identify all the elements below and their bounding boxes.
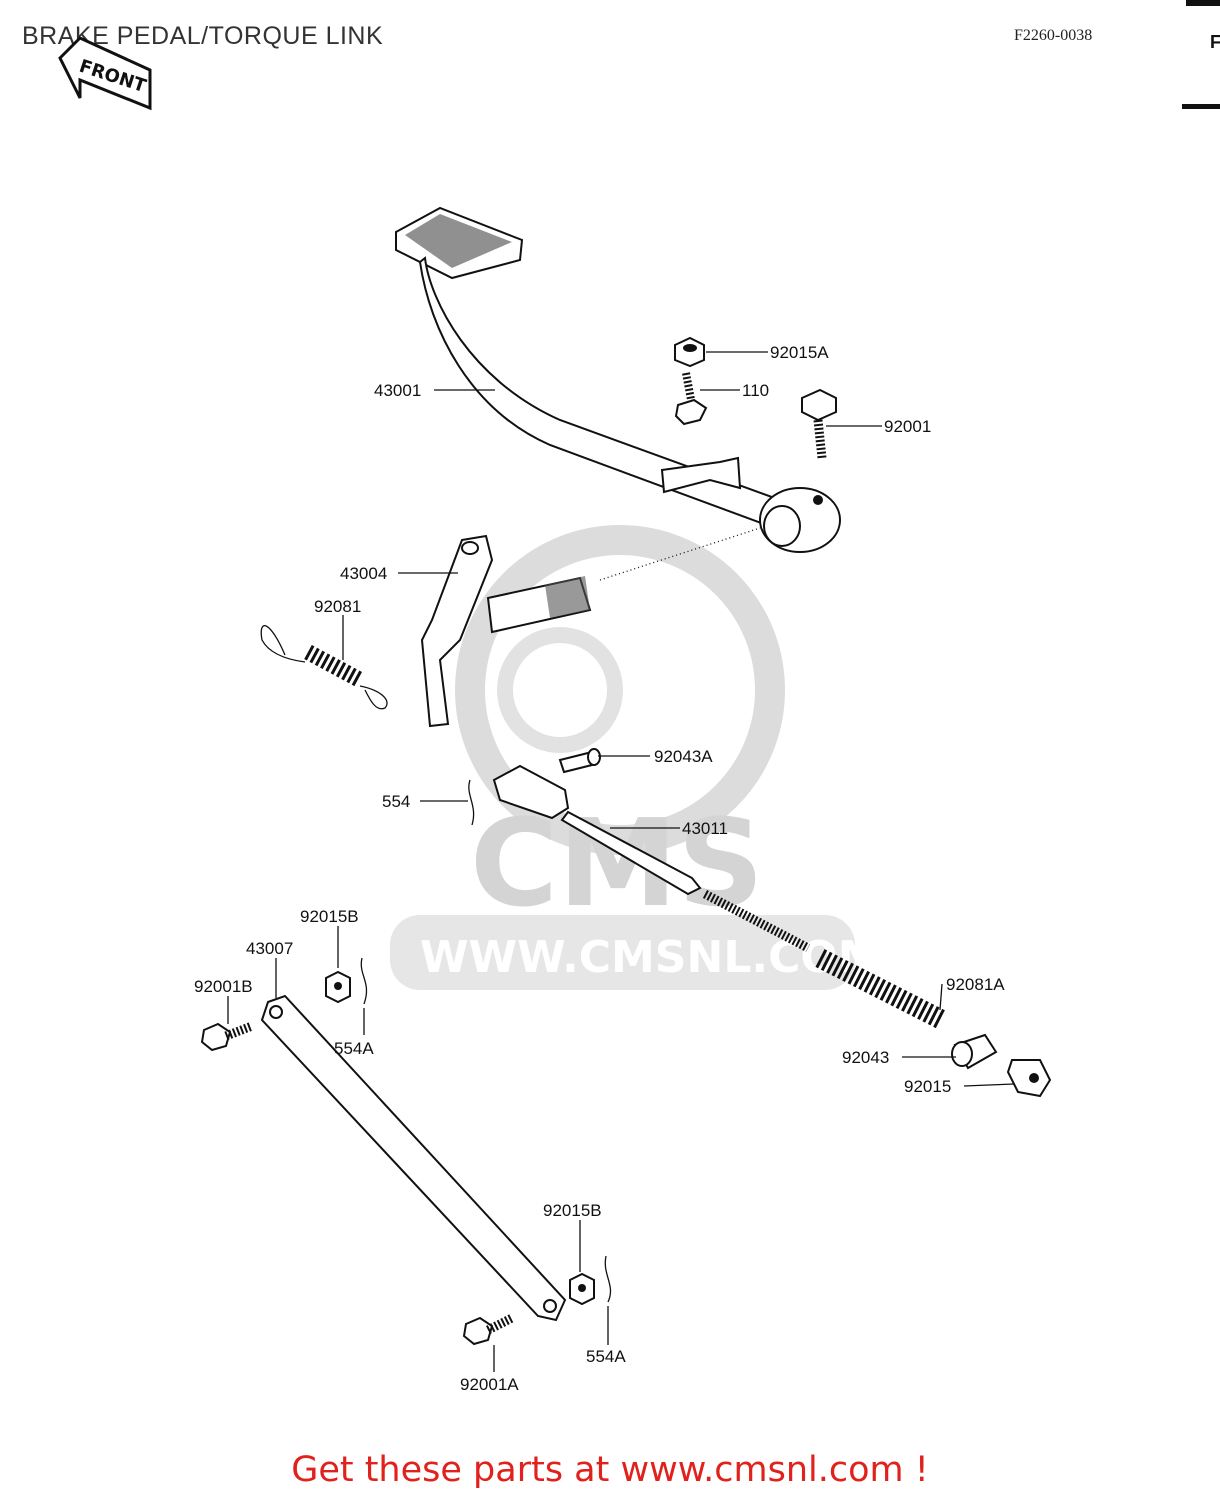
part-labels: 92015A 110 92001 43001 43004 92081 92043…: [194, 343, 1005, 1394]
part-label: 92015B: [300, 907, 359, 926]
pedal-shaft-43004: [420, 534, 592, 728]
nut-92015: [1006, 1059, 1052, 1098]
part-label: 92015B: [543, 1201, 602, 1220]
cotter-554a-upper: [360, 957, 368, 1005]
nut-92015a: [674, 336, 705, 368]
pin-92043a: [558, 748, 601, 774]
part-label: 554A: [334, 1039, 374, 1058]
return-spring-92081: [260, 625, 388, 710]
page-edge-marks: F: [1182, 0, 1220, 109]
part-label: 92043A: [654, 747, 713, 766]
joint-92043: [951, 1033, 998, 1070]
part-label: 554A: [586, 1347, 626, 1366]
spring-92081a: [815, 949, 947, 1029]
svg-text:F: F: [1210, 32, 1220, 52]
leader-lines: [227, 351, 1015, 1372]
part-label: 43001: [374, 381, 421, 400]
torque-link-43007: [260, 994, 567, 1322]
nut-92015b-upper: [325, 970, 351, 1004]
part-label: 43007: [246, 939, 293, 958]
part-label: 92081: [314, 597, 361, 616]
part-label: 92015A: [770, 343, 829, 362]
part-label: 92015: [904, 1077, 951, 1096]
part-label: 92001: [884, 417, 931, 436]
watermark-url: WWW.CMSNL.COM: [420, 932, 882, 983]
part-label: 92001B: [194, 977, 253, 996]
part-label: 110: [742, 381, 769, 400]
part-label: 554: [382, 792, 410, 811]
watermark-brand: CMS: [470, 795, 764, 934]
footer-link-text[interactable]: Get these parts at www.cmsnl.com !: [291, 1450, 929, 1490]
part-label: 43004: [340, 564, 387, 583]
cotter-554a-lower: [604, 1255, 612, 1303]
bolt-110: [674, 372, 708, 426]
part-label: 92081A: [946, 975, 1005, 994]
part-label: 92043: [842, 1048, 889, 1067]
cotter-pin-554: [468, 779, 475, 826]
front-arrow-icon: FRONT: [58, 36, 152, 111]
nut-92015b-lower: [569, 1272, 595, 1306]
bolt-92001a: [462, 1313, 515, 1346]
part-label: 92001A: [460, 1375, 519, 1394]
bolt-92001: [801, 388, 837, 459]
cms-watermark: CMS WWW.CMSNL.COM: [390, 525, 882, 990]
brake-pedal-43001: [395, 206, 841, 553]
part-label: 43011: [682, 819, 728, 838]
diagram-code: F2260-0038: [1014, 27, 1093, 44]
brake-rod-43011: [492, 764, 811, 952]
bolt-92001b: [200, 1021, 254, 1052]
